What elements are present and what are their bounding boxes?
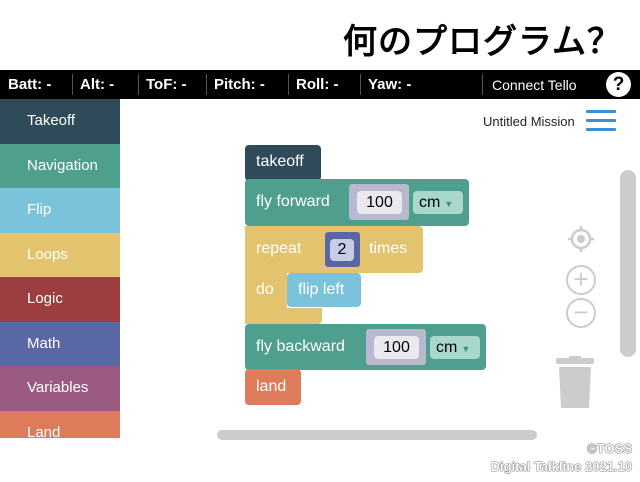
unit-dropdown[interactable]: cm▼ (413, 191, 463, 214)
recenter-icon[interactable] (566, 224, 596, 254)
sidebar-item-variables[interactable]: Variables (0, 366, 120, 411)
block-label: land (256, 378, 287, 395)
distance-input[interactable]: 100 (374, 336, 419, 359)
divider (138, 74, 139, 95)
fly-forward-block[interactable]: fly forward 100 cm▼ (245, 179, 469, 226)
page-title: 何のプログラム？ (343, 22, 622, 62)
divider (288, 74, 289, 95)
sidebar-item-navigation[interactable]: Navigation (0, 143, 120, 188)
yaw-status: Yaw: - (368, 76, 412, 93)
horizontal-scrollbar[interactable] (217, 430, 537, 440)
repeat-bottom (245, 308, 322, 324)
block-label: flip left (298, 281, 345, 298)
block-label: repeat (256, 240, 302, 257)
block-label: times (369, 240, 408, 257)
repeat-count-input[interactable]: 2 (330, 239, 354, 261)
flip-left-block[interactable]: flip left (287, 273, 361, 307)
block-label: fly forward (256, 193, 330, 210)
vertical-scrollbar[interactable] (620, 170, 636, 357)
land-block[interactable]: land (245, 369, 301, 405)
connect-tello-button[interactable]: Connect Tello (492, 77, 577, 93)
unit-dropdown[interactable]: cm▼ (430, 336, 480, 359)
tof-status: ToF: - (146, 76, 187, 93)
zoom-in-icon[interactable]: + (566, 265, 596, 295)
status-bar: Batt: - Alt: - ToF: - Pitch: - Roll: - Y… (0, 70, 640, 99)
mission-name[interactable]: Untitled Mission (483, 114, 575, 129)
block-label: takeoff (256, 153, 304, 170)
sidebar-item-flip[interactable]: Flip (0, 188, 120, 233)
copyright-text: ©TOSS (587, 441, 632, 456)
sidebar-item-logic[interactable]: Logic (0, 277, 120, 322)
footer-credit: ©TOSS Digital Talkline 2021.10 (491, 440, 632, 476)
zoom-out-icon[interactable]: − (566, 298, 596, 328)
event-text: Digital Talkline 2021.10 (490, 459, 632, 474)
divider (360, 74, 361, 95)
altitude-status: Alt: - (80, 76, 115, 93)
battery-status: Batt: - (8, 76, 52, 93)
sidebar-item-math[interactable]: Math (0, 321, 120, 366)
pitch-status: Pitch: - (214, 76, 265, 93)
distance-input[interactable]: 100 (357, 191, 402, 214)
trash-icon[interactable] (556, 356, 594, 408)
divider (206, 74, 207, 95)
hamburger-menu-icon[interactable] (586, 110, 616, 132)
help-icon[interactable]: ? (606, 72, 631, 97)
fly-backward-block[interactable]: fly backward 100 cm▼ (245, 324, 486, 370)
divider (72, 74, 73, 95)
sidebar-item-loops[interactable]: Loops (0, 232, 120, 277)
sidebar-item-takeoff[interactable]: Takeoff (0, 99, 120, 144)
roll-status: Roll: - (296, 76, 339, 93)
divider (482, 74, 483, 95)
repeat-block[interactable]: repeat 2 times (245, 226, 423, 273)
block-label: fly backward (256, 338, 345, 355)
block-label: do (256, 281, 274, 298)
takeoff-block[interactable]: takeoff (245, 145, 321, 181)
sidebar-item-land[interactable]: Land (0, 410, 120, 438)
